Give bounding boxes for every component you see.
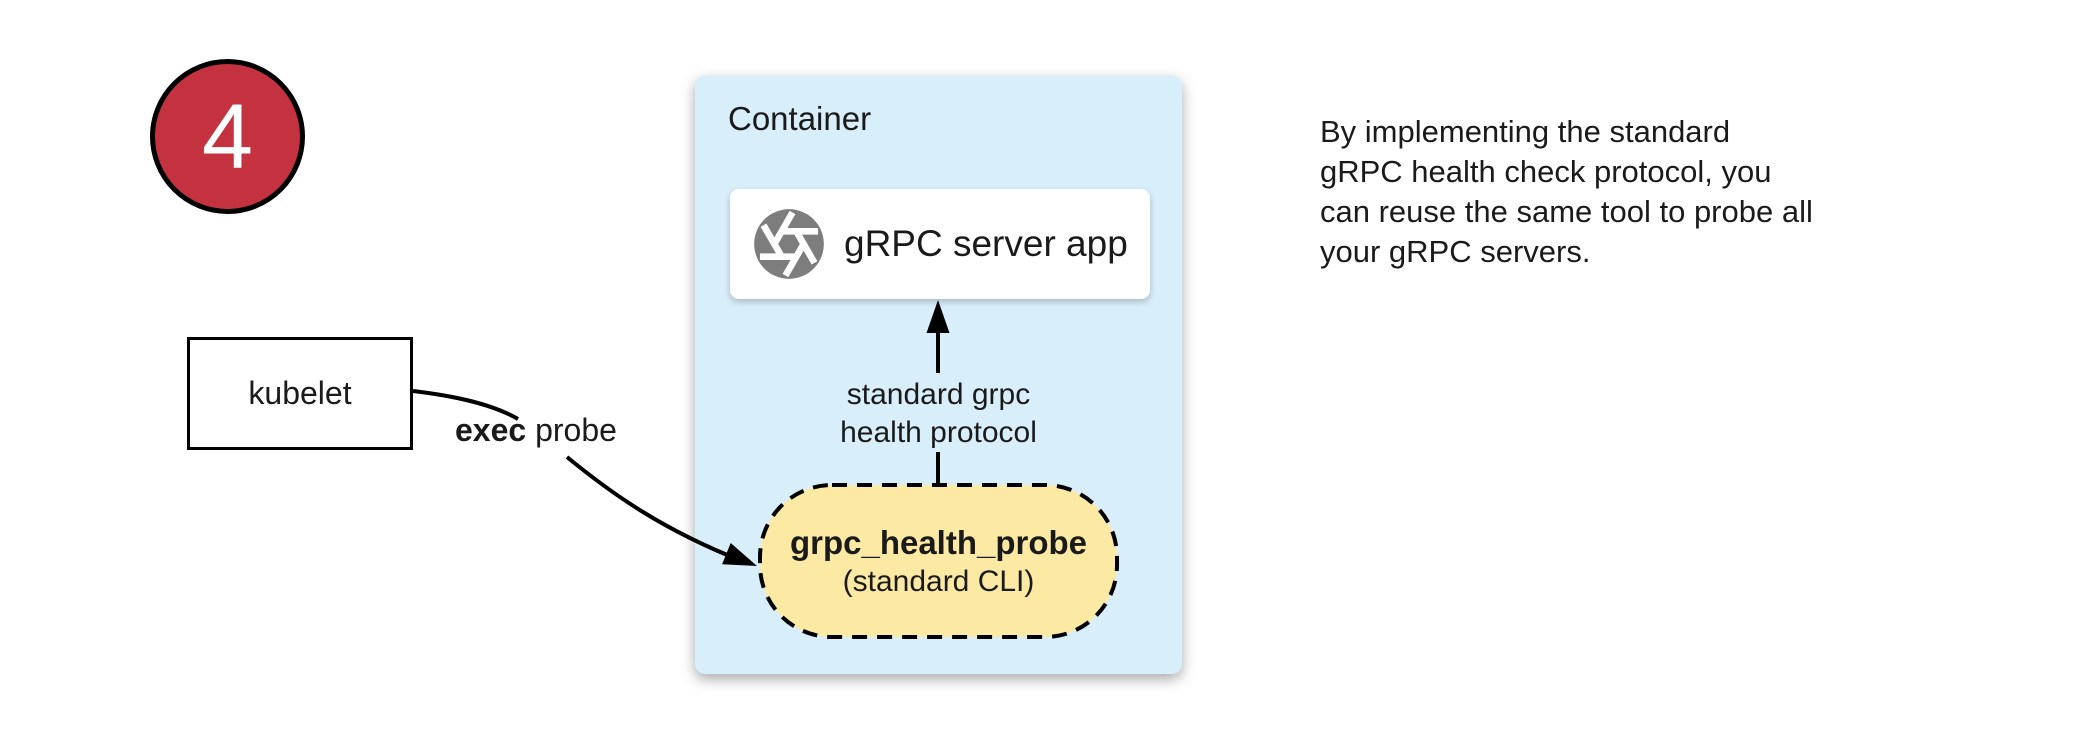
grpc-server-box: gRPC server app [730,189,1150,299]
grpc-server-label: gRPC server app [844,223,1128,264]
kubelet-label: kubelet [248,375,352,411]
annotation-line: By implementing the standard [1320,114,1731,149]
kubelet-box: kubelet [187,337,413,450]
protocol-label: standard grpc health protocol [695,376,1182,452]
protocol-label-line2: health protocol [840,416,1037,449]
exec-probe-label-bold: exec [455,412,527,448]
exec-probe-label-rest: probe [526,412,617,448]
protocol-label-line1: standard grpc [846,378,1031,411]
annotation-line: gRPC health check protocol, you [1320,154,1772,189]
exec-probe-label: exec probe [455,412,617,449]
aperture-icon [754,209,824,279]
grpc-health-probe-box: grpc_health_probe (standard CLI) [760,485,1117,637]
container-title: Container [728,100,872,137]
probe-subtitle: (standard CLI) [842,565,1035,598]
step-badge: 4 [150,59,305,214]
annotation-line: your gRPC servers. [1320,234,1591,269]
annotation-text: By implementing the standard gRPC health… [1320,112,1813,272]
probe-title: grpc_health_probe [789,524,1088,561]
annotation-line: can reuse the same tool to probe all [1320,194,1813,229]
step-number: 4 [201,85,254,188]
